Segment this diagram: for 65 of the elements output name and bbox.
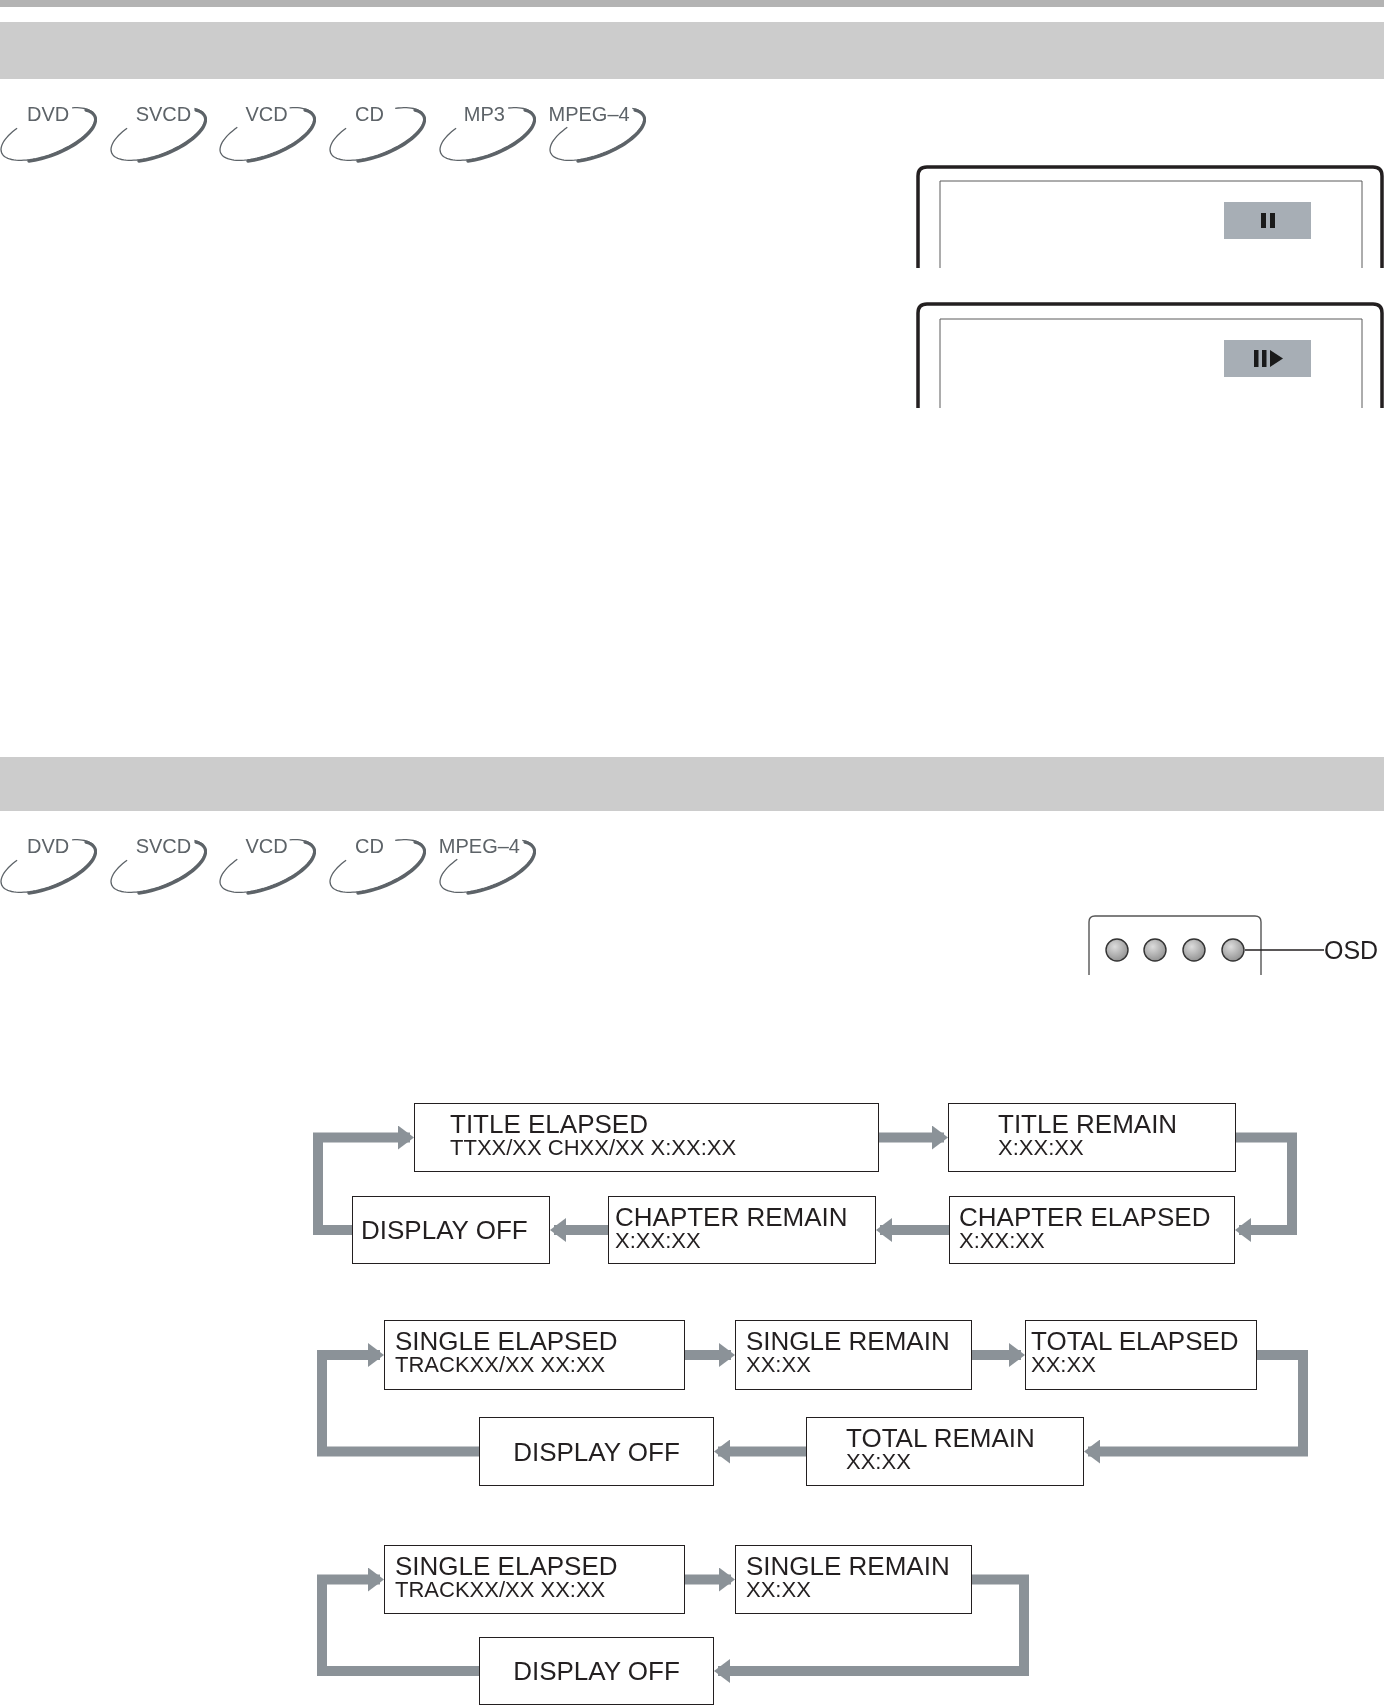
arrow xyxy=(876,1218,949,1242)
display-mode-label: SINGLE REMAIN xyxy=(746,1328,950,1354)
display-mode-label: CHAPTER REMAIN xyxy=(615,1204,848,1230)
arrow xyxy=(879,1125,948,1150)
display-box xyxy=(1025,1320,1257,1390)
format-label: SVCD xyxy=(135,104,192,124)
time-readout: XX:XX xyxy=(846,1451,911,1473)
format-label: VCD xyxy=(245,836,288,856)
display-mode-label: DISPLAY OFF xyxy=(361,1217,528,1243)
display-mode-label: SINGLE ELAPSED xyxy=(395,1328,618,1354)
arrow xyxy=(714,1574,1029,1683)
time-readout: XX:XX xyxy=(1031,1354,1096,1376)
arrow xyxy=(550,1218,608,1242)
display-mode-label: CHAPTER ELAPSED xyxy=(959,1204,1211,1230)
arrow xyxy=(317,1567,479,1676)
panel-button xyxy=(1182,938,1206,962)
display-box xyxy=(948,1103,1236,1172)
display-mode-label: TOTAL REMAIN xyxy=(846,1425,1035,1451)
time-readout: TRACKXX/XX XX:XX xyxy=(395,1579,606,1601)
display-box xyxy=(806,1417,1084,1486)
format-label: MPEG–4 xyxy=(548,104,630,124)
arrow xyxy=(714,1439,806,1464)
display-mode-label: DISPLAY OFF xyxy=(513,1438,680,1465)
time-readout: X:XX:XX xyxy=(615,1230,701,1252)
format-label: MPEG–4 xyxy=(438,836,520,856)
format-label: MP3 xyxy=(463,104,505,124)
display-mode-label: SINGLE ELAPSED xyxy=(395,1553,618,1579)
time-readout: XX:XX xyxy=(746,1354,811,1376)
format-label: CD xyxy=(355,836,384,856)
format-label: SVCD xyxy=(135,836,192,856)
display-mode-label: TOTAL ELAPSED xyxy=(1031,1328,1239,1354)
time-readout: X:XX:XX xyxy=(998,1137,1084,1159)
arrow xyxy=(1235,1132,1297,1242)
panel-button xyxy=(1105,938,1129,962)
display-mode-label: SINGLE REMAIN xyxy=(746,1553,950,1579)
display-mode-label: TITLE REMAIN xyxy=(998,1111,1178,1137)
button-label: OSD xyxy=(1324,936,1379,964)
display-box xyxy=(949,1196,1235,1264)
leader-line xyxy=(1244,949,1325,951)
display-box xyxy=(479,1637,714,1705)
display-box xyxy=(608,1196,876,1264)
display-box xyxy=(384,1545,685,1614)
format-label: DVD xyxy=(27,104,70,124)
time-readout: X:XX:XX xyxy=(959,1230,1045,1252)
display-box xyxy=(352,1196,550,1264)
arrow xyxy=(313,1125,414,1235)
display-box xyxy=(735,1320,972,1390)
display-mode-label: DISPLAY OFF xyxy=(513,1658,680,1684)
panel-button xyxy=(1143,938,1167,962)
display-box xyxy=(735,1545,972,1614)
panel-button xyxy=(1221,938,1245,962)
display-box xyxy=(384,1320,685,1390)
arrow xyxy=(317,1343,479,1457)
arrow xyxy=(685,1567,735,1592)
format-label: CD xyxy=(355,104,384,124)
time-readout: TTXX/XX CHXX/XX X:XX:XX xyxy=(450,1137,737,1159)
display-mode-label: TITLE ELAPSED xyxy=(450,1111,648,1137)
time-readout: TRACKXX/XX XX:XX xyxy=(395,1354,606,1376)
time-readout: XX:XX xyxy=(746,1579,811,1601)
display-box xyxy=(479,1417,714,1486)
format-label: VCD xyxy=(245,104,288,124)
display-box xyxy=(414,1103,879,1172)
arrow xyxy=(685,1343,735,1367)
arrow xyxy=(972,1343,1025,1367)
format-label: DVD xyxy=(27,836,70,856)
